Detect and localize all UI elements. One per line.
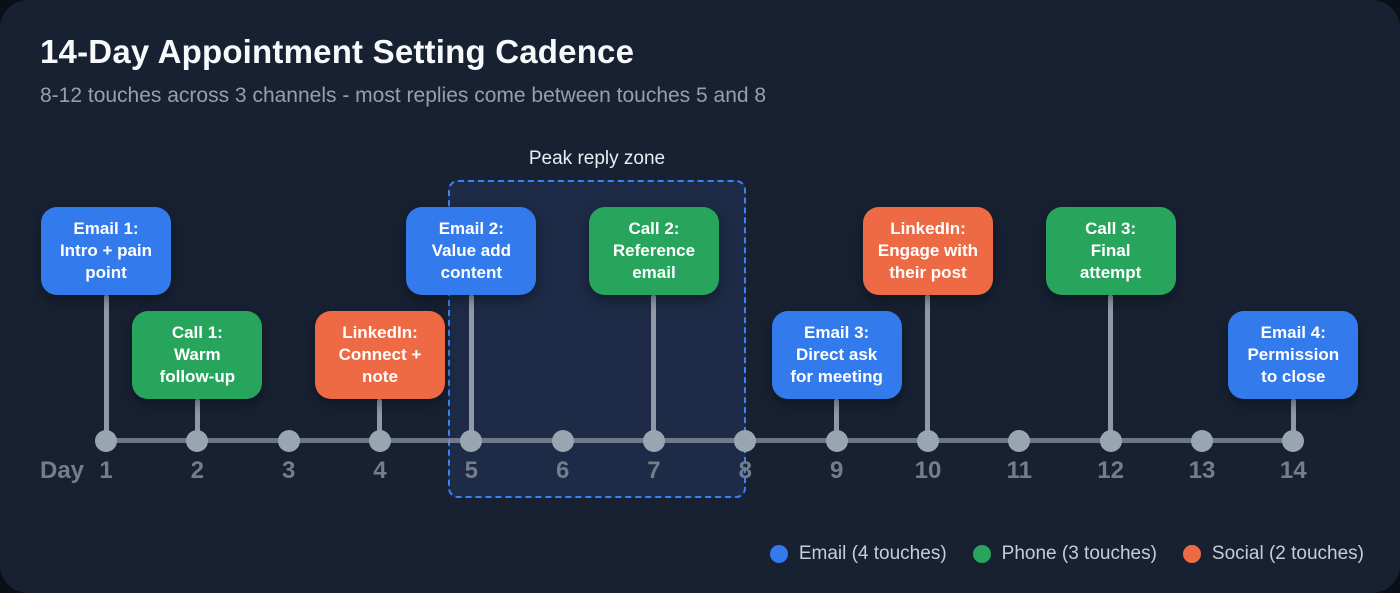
- connector-day-2: [194, 399, 200, 441]
- page-subtitle: 8-12 touches across 3 channels - most re…: [40, 84, 767, 107]
- day-number-12: 12: [1097, 457, 1124, 484]
- connector-day-5: [468, 295, 474, 441]
- timeline-dot-day-4: [368, 430, 391, 452]
- connector-day-1: [103, 295, 109, 441]
- legend-dot-email: [769, 545, 788, 563]
- timeline-day-axis-label: Day: [40, 457, 85, 484]
- connector-day-7: [651, 295, 657, 441]
- timeline-dot-day-12: [1099, 430, 1122, 452]
- day-number-1: 1: [99, 457, 113, 484]
- touch-card-phone-day-7: Call 2: Reference email: [588, 207, 719, 295]
- legend-dot-phone: [972, 545, 991, 563]
- page-title: 14-Day Appointment Setting Cadence: [40, 33, 635, 70]
- peak-reply-zone-label: Peak reply zone: [528, 148, 666, 169]
- legend-item-phone: Phone (3 touches): [972, 543, 1157, 565]
- touch-card-social-day-4: LinkedIn: Connect + note: [314, 311, 445, 399]
- legend-item-social: Social (2 touches): [1182, 543, 1364, 565]
- touch-card-email-day-14: Email 4: Permission to close: [1228, 311, 1359, 399]
- touch-card-social-day-10: LinkedIn: Engage with their post: [862, 207, 993, 295]
- legend-item-email: Email (4 touches): [769, 543, 947, 565]
- day-number-5: 5: [464, 457, 478, 484]
- touch-card-email-day-5: Email 2: Value add content: [406, 207, 537, 295]
- timeline-dot-day-14: [1282, 430, 1305, 452]
- timeline-dot-day-7: [642, 430, 665, 452]
- day-number-14: 14: [1279, 457, 1307, 484]
- timeline-dot-day-3: [277, 430, 300, 452]
- connector-day-10: [925, 295, 931, 441]
- timeline-dot-day-6: [551, 430, 574, 452]
- timeline-dot-day-9: [825, 430, 848, 452]
- day-number-10: 10: [914, 457, 942, 484]
- day-number-6: 6: [555, 457, 570, 484]
- timeline-dot-day-1: [95, 430, 117, 452]
- connector-day-9: [834, 399, 840, 441]
- day-number-8: 8: [738, 457, 752, 484]
- day-number-13: 13: [1188, 457, 1216, 484]
- touch-card-phone-day-12: Call 3: Final attempt: [1045, 207, 1176, 295]
- touch-card-phone-day-2: Call 1: Warm follow-up: [132, 311, 263, 399]
- touch-card-email-day-9: Email 3: Direct ask for meeting: [771, 311, 902, 399]
- timeline-dot-day-10: [916, 430, 939, 452]
- day-number-4: 4: [373, 457, 387, 484]
- connector-day-14: [1290, 399, 1296, 441]
- connector-day-12: [1108, 295, 1114, 441]
- day-number-3: 3: [281, 457, 296, 484]
- day-number-7: 7: [647, 457, 661, 484]
- day-number-2: 2: [190, 457, 204, 484]
- day-number-11: 11: [1006, 457, 1032, 484]
- timeline-dot-day-13: [1190, 430, 1213, 452]
- legend-label-phone: Phone (3 touches): [1001, 543, 1157, 564]
- connector-day-4: [377, 399, 383, 441]
- timeline-axis: [106, 438, 1294, 443]
- timeline-dot-day-8: [734, 430, 757, 452]
- legend: Email (4 touches) Phone (3 touches) Social…: [769, 543, 1364, 565]
- timeline-dot-day-2: [186, 430, 209, 452]
- timeline-dot-day-11: [1008, 430, 1031, 452]
- timeline-dot-day-5: [460, 430, 483, 452]
- day-number-9: 9: [829, 457, 844, 484]
- touch-card-email-day-1: Email 1: Intro + pain point: [41, 207, 171, 295]
- legend-label-email: Email (4 touches): [798, 543, 947, 564]
- legend-dot-social: [1182, 545, 1201, 563]
- legend-label-social: Social (2 touches): [1211, 543, 1364, 564]
